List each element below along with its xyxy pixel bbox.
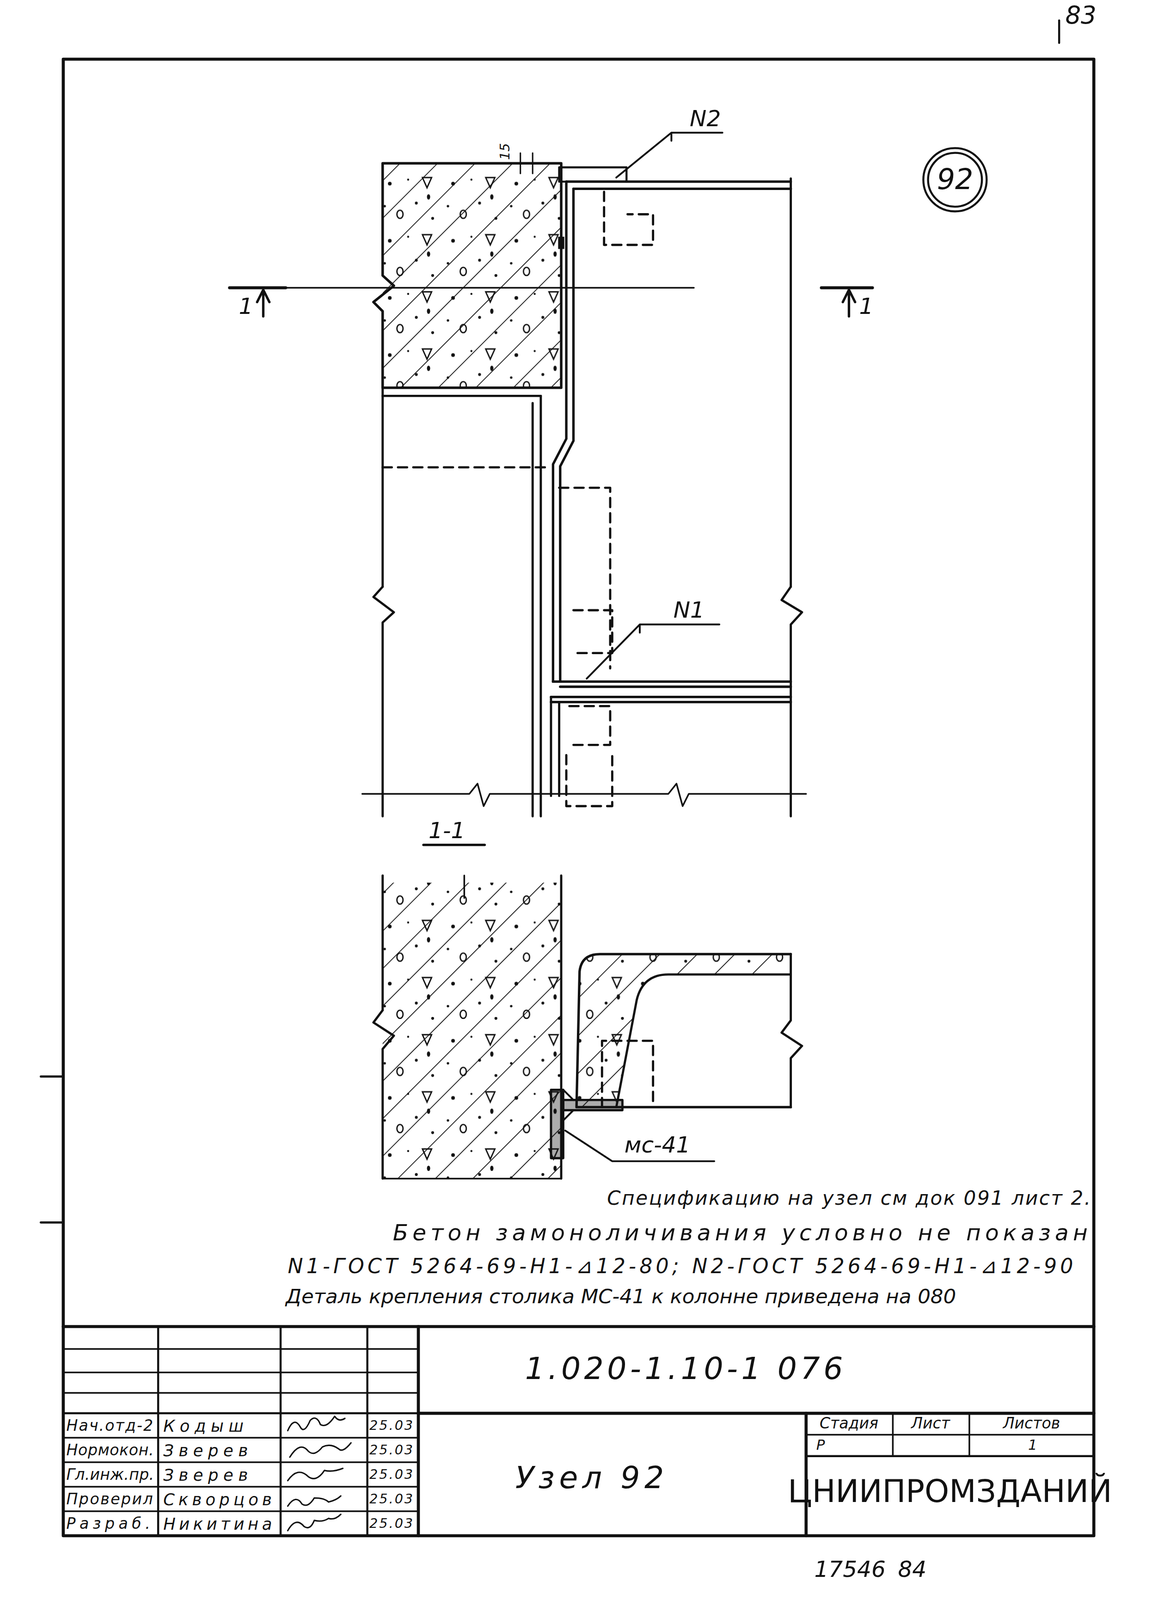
role-cell: Нач.отд-2	[66, 1417, 154, 1434]
table-cell: 1	[1028, 1436, 1038, 1453]
part-name: мс-41	[624, 1132, 691, 1158]
callout-number: N2	[689, 106, 721, 131]
name-cell: Скворцов	[163, 1490, 276, 1509]
table-header: Стадия	[819, 1415, 879, 1432]
section-mark: 1	[859, 294, 874, 319]
table-header: Лист	[911, 1415, 950, 1432]
section-title: 1-1	[428, 818, 466, 843]
name-cell: Зверев	[163, 1466, 253, 1485]
table-header: Листов	[1003, 1415, 1061, 1432]
date-cell: 25.03	[369, 1442, 415, 1458]
role-cell: Гл.инж.пр.	[66, 1466, 154, 1483]
date-cell: 25.03	[369, 1467, 415, 1483]
role-cell: Проверил	[66, 1490, 154, 1508]
document-code: 1.020-1.10-1 076	[525, 1352, 847, 1386]
date-cell: 25.03	[369, 1491, 415, 1507]
note: Спецификацию на узел см док 091 лист 2.	[606, 1187, 1092, 1209]
archive-number: 84	[897, 1556, 927, 1582]
detail-circle: 92	[921, 146, 989, 214]
section-mark: 1	[238, 294, 253, 319]
note: Бетон замоноличивания условно не показан	[392, 1220, 1092, 1245]
date-cell: 25.03	[369, 1418, 415, 1434]
table-cell: Р	[816, 1436, 826, 1453]
name-cell: Зверев	[163, 1441, 253, 1460]
archive-number: 17546	[814, 1556, 886, 1582]
date-cell: 25.03	[369, 1516, 415, 1532]
sheet-title: Узел 92	[515, 1461, 669, 1496]
page-number: 83	[1065, 1, 1097, 29]
detail-number: 92	[921, 146, 989, 214]
organisation-name: ЦНИИПРОМЗДАНИЙ	[787, 1474, 1112, 1509]
role-cell: Нормокон.	[66, 1441, 154, 1459]
name-cell: Никитина	[163, 1515, 276, 1534]
dimension: 15	[497, 142, 513, 160]
role-cell: Разраб.	[66, 1515, 154, 1532]
name-cell: Кодыш	[163, 1417, 249, 1436]
callout-number: N1	[673, 597, 705, 623]
note: Деталь крепления столика МС-41 к колонне…	[285, 1285, 956, 1308]
note: N1-ГОСТ 5264-69-Н1-⊿12-80; N2-ГОСТ 5264-…	[287, 1255, 1077, 1278]
